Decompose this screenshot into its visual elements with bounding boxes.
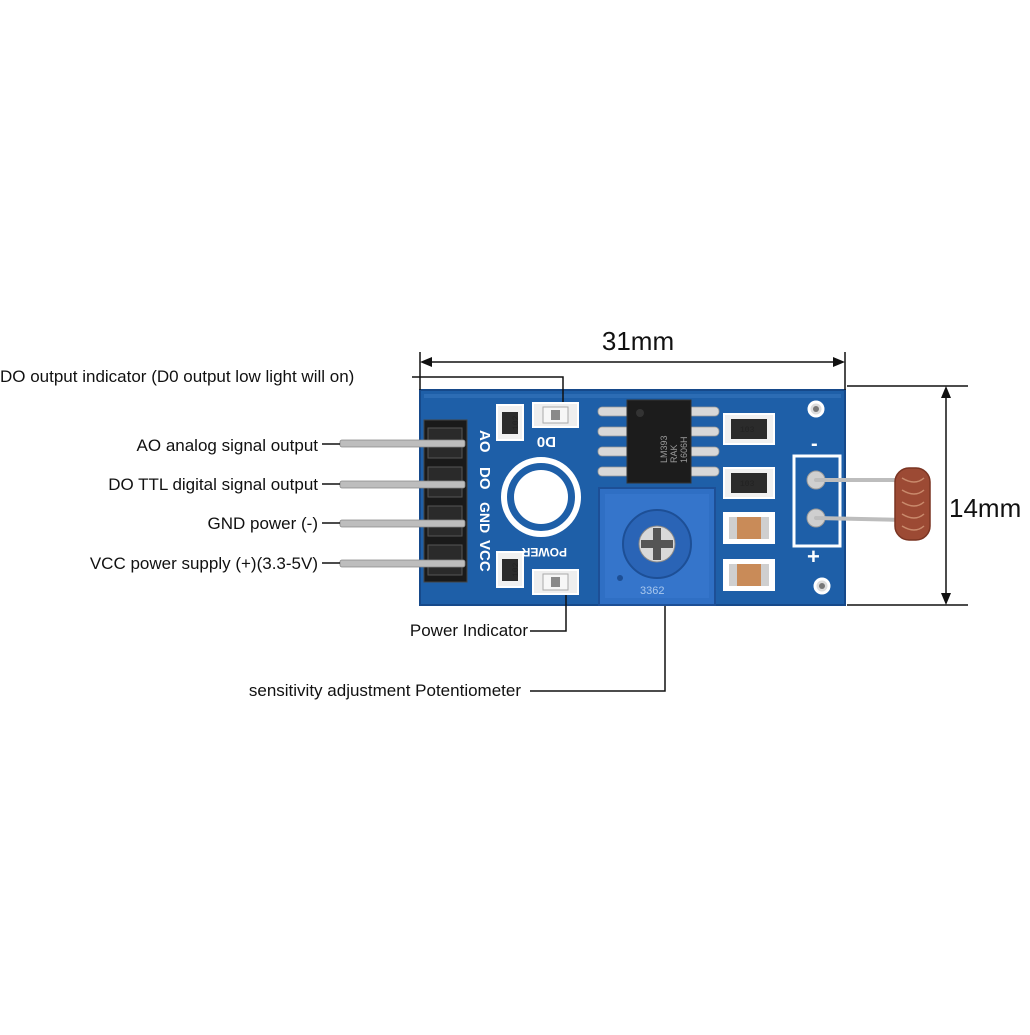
header-pin-do [339, 466, 466, 498]
resistor-r4: 103 [723, 467, 775, 499]
silk-gnd: GND [477, 502, 493, 533]
pot-screw-slot-h [641, 540, 673, 548]
ldr-sensor [814, 467, 931, 541]
width-label: 31mm [602, 326, 674, 356]
silk-led-do: D0 [537, 433, 556, 450]
header-pin-gnd [339, 505, 466, 537]
silk-led-power: POWER [521, 545, 567, 559]
callout-potentiometer: sensitivity adjustment Potentiometer [249, 606, 666, 700]
ic-label-2: RAK [669, 444, 679, 463]
resistor-r2-code: 102 [512, 562, 521, 577]
callout-power-indicator-text: Power Indicator [410, 621, 528, 640]
silk-plus: + [807, 544, 820, 569]
resistor-r2: 102 [496, 551, 524, 588]
capacitor-c2 [723, 559, 775, 591]
big-mount-ring [501, 457, 581, 537]
silk-do: DO [476, 467, 493, 490]
led-power [532, 569, 579, 595]
callout-gnd-text: GND power (-) [207, 514, 318, 533]
silk-ao: AO [476, 430, 493, 453]
resistor-r1-code: 102 [512, 415, 521, 430]
callout-potentiometer-text: sensitivity adjustment Potentiometer [249, 681, 521, 700]
callout-gnd: GND power (-) [207, 514, 340, 533]
pin-header [339, 419, 468, 583]
callout-do-indicator: DO output indicator (D0 output low light… [0, 367, 564, 402]
callout-do: DO TTL digital signal output [108, 475, 340, 494]
pcb-highlight [424, 394, 841, 398]
silk-vcc: VCC [476, 540, 493, 572]
callout-ao-text: AO analog signal output [137, 436, 319, 455]
callout-vcc: VCC power supply (+)(3.3-5V) [90, 554, 340, 573]
mount-hole-bottom-center [819, 583, 825, 589]
ldr-head [894, 467, 931, 541]
header-pin-vcc [339, 544, 466, 576]
resistor-r4-code: 103 [740, 480, 755, 489]
callout-vcc-text: VCC power supply (+)(3.3-5V) [90, 554, 318, 573]
silk-minus: - [811, 433, 818, 455]
callout-do-text: DO TTL digital signal output [108, 475, 318, 494]
mount-hole-top-center [813, 406, 819, 412]
potentiometer: 3362 [598, 487, 716, 606]
capacitor-c1 [723, 512, 775, 544]
callout-ao: AO analog signal output [137, 436, 340, 455]
dimension-width: 31mm [419, 326, 846, 390]
ic-label-1: LM393 [659, 435, 669, 463]
ic-chip: LM393 RAK 1606H [597, 399, 720, 484]
led-do [532, 402, 579, 428]
big-mount-hole [514, 470, 568, 524]
dimension-height: 14mm [847, 385, 1021, 606]
pot-code: 3362 [640, 585, 664, 597]
callout-do-indicator-text: DO output indicator (D0 output low light… [0, 367, 354, 386]
height-label: 14mm [949, 493, 1021, 523]
pin-silkscreen: AO DO GND VCC [476, 430, 493, 572]
resistor-r1: 102 [496, 404, 524, 441]
header-pin-ao [339, 427, 466, 459]
resistor-r3-code: 103 [740, 426, 755, 435]
callout-power-indicator: Power Indicator [410, 595, 567, 640]
ic-label-3: 1606H [679, 436, 689, 463]
resistor-r3: 103 [723, 413, 775, 445]
